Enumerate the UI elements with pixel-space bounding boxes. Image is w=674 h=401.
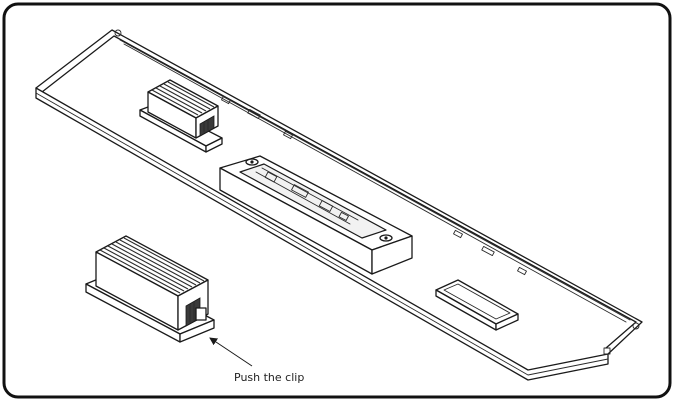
push-clip-annotation: Push the clip [209,337,304,384]
annotation-arrow [209,337,253,367]
driver-module-exploded [85,235,215,343]
driver-module-installed [139,79,223,153]
tray-housing [35,29,643,381]
annotation-label: Push the clip [234,371,304,384]
flat-plate [435,279,519,331]
center-channel [219,155,413,275]
